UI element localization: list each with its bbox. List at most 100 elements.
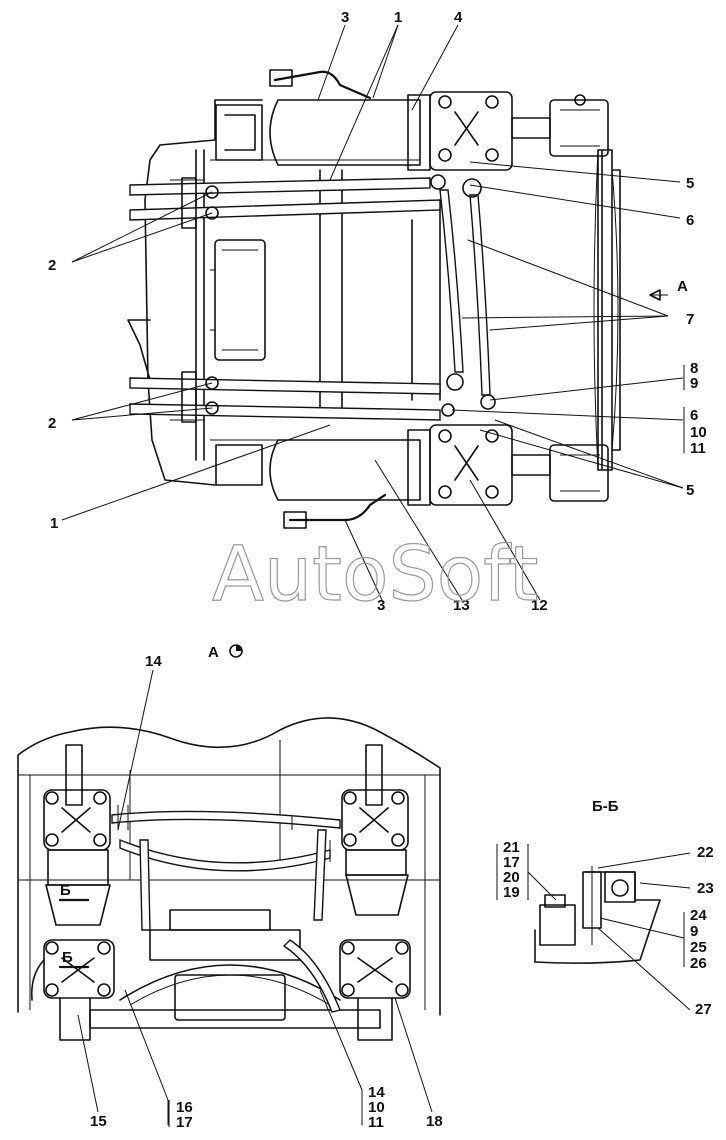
section-bb: Б-Б <box>534 798 661 964</box>
callout-1-bottom: 1 <box>50 515 58 532</box>
view-a-outline <box>17 717 441 1016</box>
view-a-leaders <box>77 669 433 1125</box>
callout-11-bottom: 11 <box>368 1114 384 1131</box>
fitting-6-top <box>462 178 482 198</box>
callout-17-bottom: 17 <box>176 1114 193 1131</box>
callout-19: 19 <box>503 884 520 901</box>
callout-17-section: 17 <box>503 854 520 871</box>
view-a: Б Б <box>17 717 441 1041</box>
stack-bars <box>168 844 498 1127</box>
post-right <box>365 744 383 806</box>
hose-right-vertical <box>313 829 327 921</box>
top-callouts: 3 1 4 5 6 2 А 7 8 9 2 6 10 11 5 1 12 13 … <box>48 9 707 614</box>
lower-pipe-fitting <box>283 511 307 529</box>
callout-5-top: 5 <box>686 175 694 192</box>
fitting-9 <box>480 394 496 410</box>
upper-left-block <box>43 789 111 926</box>
watermark: AutoSoft <box>212 529 538 618</box>
callout-21: 21 <box>503 839 520 856</box>
control-valve-block <box>210 239 266 361</box>
left-curved-pipe <box>30 959 45 1001</box>
callout-3-top: 3 <box>341 9 349 26</box>
axle-beam <box>597 149 621 471</box>
callout-23: 23 <box>697 880 714 897</box>
callout-18: 18 <box>426 1113 443 1130</box>
section-mark-bottom: Б <box>62 949 73 966</box>
callout-2-top: 2 <box>48 257 56 274</box>
callout-26: 26 <box>690 955 707 972</box>
callout-5-bottom: 5 <box>686 482 694 499</box>
callout-16: 16 <box>176 1099 193 1116</box>
callout-4: 4 <box>454 9 463 26</box>
upper-right-block <box>341 789 409 916</box>
hose-top-horizontal <box>111 810 341 829</box>
lower-left-block <box>43 939 115 1041</box>
callout-3-bottom: 3 <box>377 597 385 614</box>
section-mark-top: Б <box>60 882 71 899</box>
hose-lower-2 <box>129 403 441 421</box>
post-left <box>65 744 83 806</box>
section-bb-nut <box>544 894 566 908</box>
callout-1-top: 1 <box>394 9 402 26</box>
hose-middle <box>119 838 331 872</box>
hose-vertical-2 <box>469 194 491 396</box>
callout-27: 27 <box>695 1001 712 1018</box>
callout-20: 20 <box>503 869 520 886</box>
hose-left-vertical <box>139 839 151 931</box>
section-bb-bracket <box>539 904 576 946</box>
central-assembly <box>89 909 381 1029</box>
fitting-row <box>117 805 331 862</box>
lower-hydraulic-cylinder <box>215 424 609 506</box>
section-bb-fitting <box>604 871 636 903</box>
left-fittings <box>181 177 219 423</box>
callout-10-bottom: 10 <box>368 1099 385 1116</box>
section-bb-caption: Б-Б <box>592 798 619 815</box>
callout-25: 25 <box>690 939 707 956</box>
view-arrow-head <box>649 289 661 301</box>
callout-6-bottom: 6 <box>690 407 698 424</box>
frame-rail-inner <box>319 169 441 411</box>
upper-pipe-fitting <box>269 69 293 87</box>
lower-pipe <box>288 493 387 522</box>
top-leaders <box>61 24 685 601</box>
hose-right-lower <box>282 939 341 1013</box>
callout-12: 12 <box>531 597 548 614</box>
view-a-marker: А <box>677 278 688 295</box>
callout-7: 7 <box>686 311 694 328</box>
callout-6-top: 6 <box>686 212 694 229</box>
callout-2-bottom: 2 <box>48 415 56 432</box>
fitting-top-left <box>430 174 446 190</box>
upper-pipe <box>273 70 372 100</box>
callout-8: 8 <box>690 360 698 377</box>
view-a-header: А <box>208 644 243 661</box>
upper-hydraulic-cylinder <box>215 91 609 171</box>
view-a-caption: А <box>208 644 219 661</box>
axle-beam-curve <box>593 149 619 471</box>
callout-22: 22 <box>697 844 714 861</box>
section-bb-callouts: 21 17 20 19 22 23 24 9 25 26 27 <box>503 839 714 1018</box>
callout-11-top: 11 <box>690 440 706 457</box>
callout-13: 13 <box>453 597 470 614</box>
section-bb-port <box>611 879 629 897</box>
frame-outline <box>127 99 263 486</box>
callout-14-top: 14 <box>145 653 162 670</box>
hose-upper-1 <box>129 177 431 196</box>
rotation-icon-fill <box>236 645 242 651</box>
fitting-8 <box>446 373 464 391</box>
callout-14-bottom: 14 <box>368 1084 385 1101</box>
hose-lower-1 <box>129 377 441 395</box>
hose-vertical-1 <box>439 189 464 373</box>
section-bb-body <box>534 871 661 964</box>
callout-9-top: 9 <box>690 375 698 392</box>
top-view <box>127 69 621 529</box>
view-a-inner <box>18 740 440 1010</box>
lower-right-block <box>339 939 411 1041</box>
callout-24: 24 <box>690 907 707 924</box>
section-bb-leaders <box>527 844 691 1011</box>
callout-10-top: 10 <box>690 424 707 441</box>
view-a-callouts: 14 15 16 17 14 10 11 18 <box>90 653 443 1131</box>
callout-15: 15 <box>90 1113 107 1130</box>
callout-9-section: 9 <box>690 923 698 940</box>
